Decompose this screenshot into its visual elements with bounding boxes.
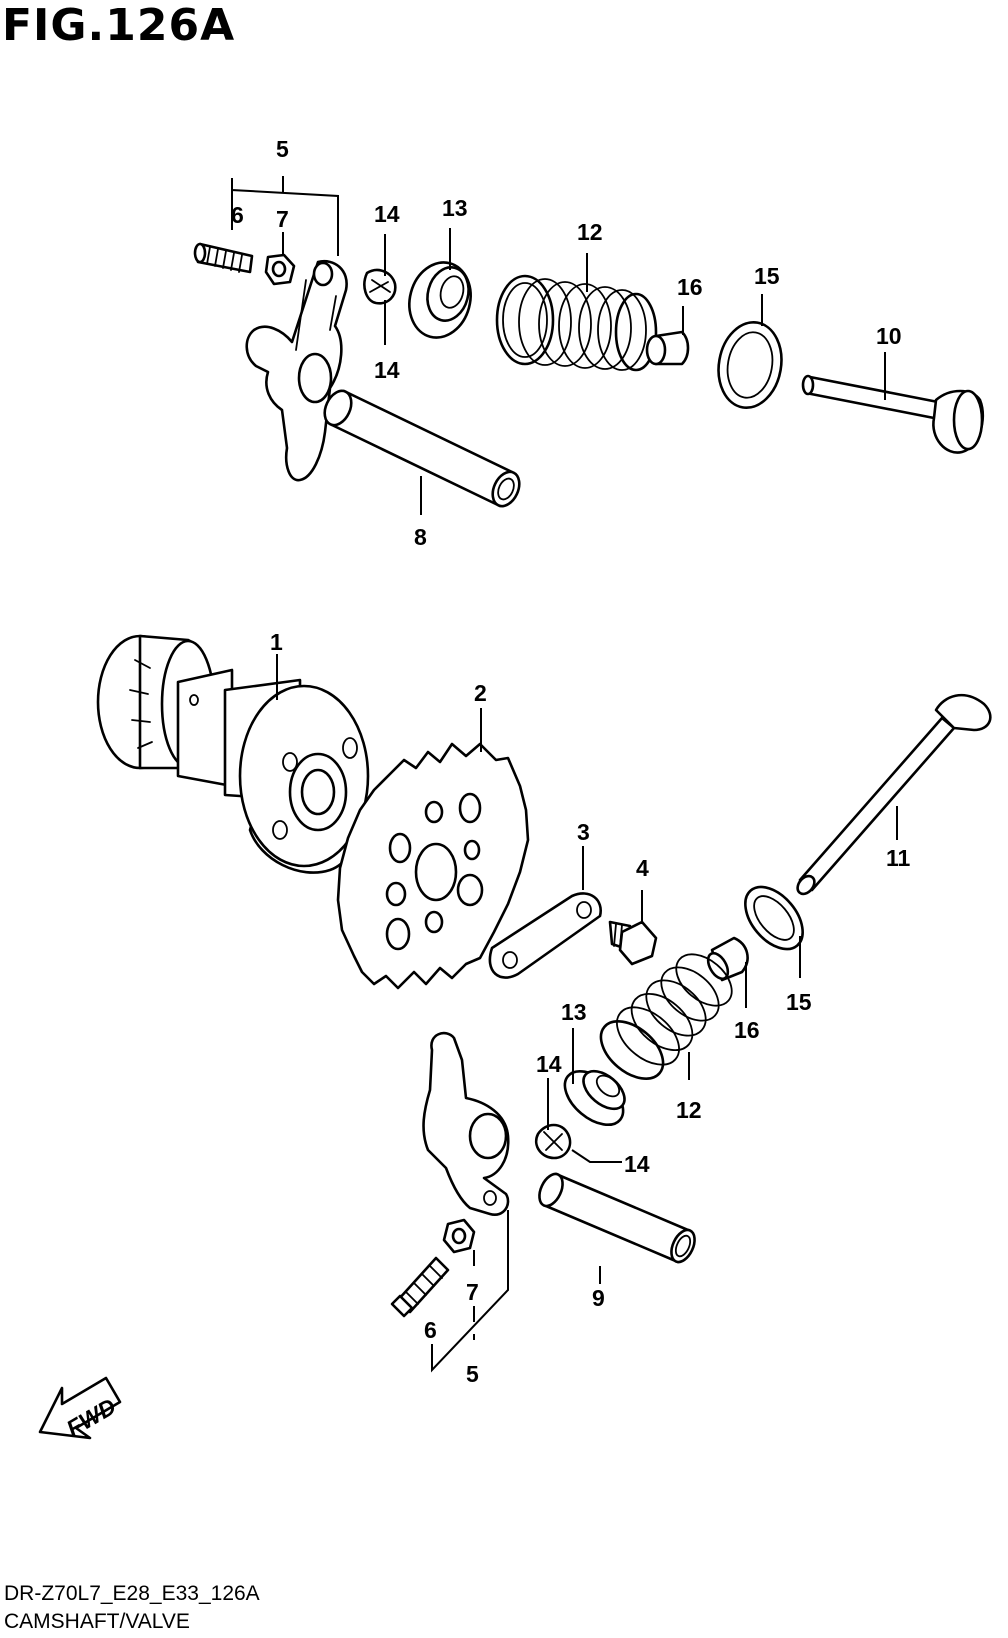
valve-stem-seal-top [645,330,690,366]
leader-lines-bottom [276,654,898,1373]
valve-bottom [796,693,992,896]
diagram-section-name: CAMSHAFT/VALVE [4,1610,190,1633]
figure-title: FIG.126A [2,0,236,51]
diagram-model-code: DR-Z70L7_E28_E33_126A [4,1582,260,1605]
forward-direction-arrow: FWD [38,1376,122,1442]
callout-16-top: 16 [677,274,703,300]
callout-13-top: 13 [442,195,468,221]
rocker-shaft-bottom [538,1172,696,1264]
spring-seat-washer-top [717,321,783,409]
valve-spring-bottom [599,953,733,1080]
sprocket-retaining-plate [488,892,602,979]
valve-spring-top [495,274,658,372]
callout-5-bottom: 5 [466,1361,479,1387]
valve-top [801,374,985,454]
callout-8: 8 [414,524,427,550]
callout-6-top: 6 [231,202,244,228]
valve-cotter-top [363,268,397,305]
callout-15-top: 15 [754,263,780,289]
spring-retainer-bottom [563,1069,626,1126]
callout-15-bottom: 15 [786,989,812,1015]
spring-retainer-top [408,261,472,339]
callout-14-bottom-a: 14 [536,1051,562,1077]
callout-numbers: 5 6 7 14 14 13 12 16 15 10 8 1 2 3 4 11 … [231,136,911,1387]
adjusting-screw-bottom [390,1256,450,1318]
callout-13-bottom: 13 [561,999,587,1025]
callout-14-bottom-b: 14 [624,1151,650,1177]
callout-10: 10 [876,323,902,349]
callout-6-bottom: 6 [424,1317,437,1343]
rocker-shaft-top [323,389,521,508]
callout-14-top-b: 14 [374,357,400,383]
cam-sprocket [336,742,530,990]
lock-nut-top [264,253,296,286]
adjusting-screw-top [193,242,254,274]
callout-7-bottom: 7 [466,1279,479,1305]
callout-9: 9 [592,1285,605,1311]
spring-seat-washer-bottom [744,885,804,951]
callout-7-top: 7 [276,206,289,232]
callout-1: 1 [270,629,283,655]
callout-12-top: 12 [577,219,603,245]
callout-4: 4 [636,855,649,881]
callout-3: 3 [577,819,590,845]
callout-12-bottom: 12 [676,1097,702,1123]
camshaft [96,634,370,874]
callout-14-top-a: 14 [374,201,400,227]
callout-11: 11 [886,845,911,871]
callout-16-bottom: 16 [734,1017,760,1043]
sprocket-bolt [608,920,658,966]
leader-lines-top [231,176,886,515]
callout-5-top: 5 [276,136,289,162]
callout-2: 2 [474,680,487,706]
rocker-arm-top [245,259,348,482]
lock-nut-bottom [442,1218,476,1254]
valve-cotter-bottom [534,1123,572,1160]
rocker-arm-bottom [422,1031,510,1216]
